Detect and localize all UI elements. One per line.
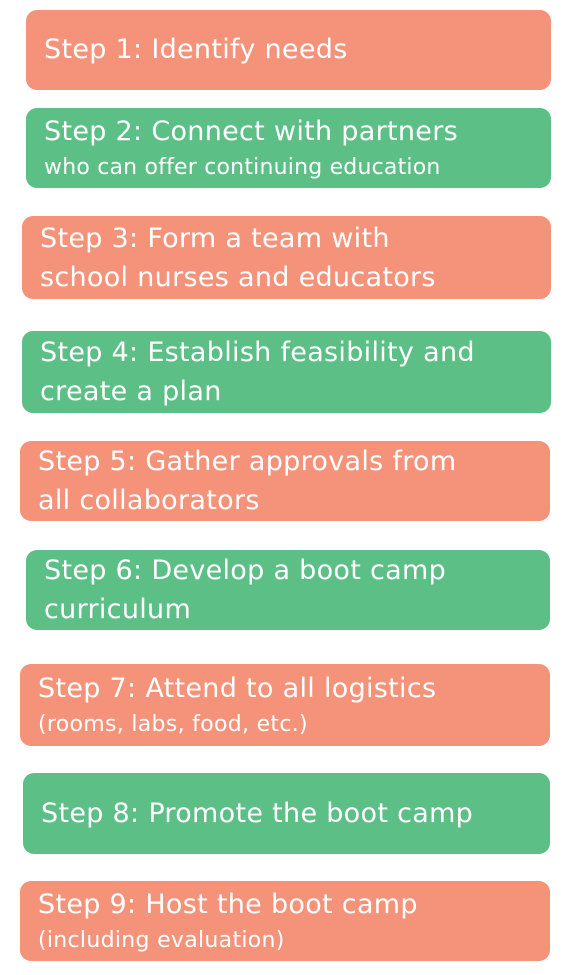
step-9-box: Step 9: Host the boot camp (including ev… xyxy=(20,881,550,961)
step-6-detail: curriculum xyxy=(44,594,192,625)
step-8-box: Step 8: Promote the boot camp xyxy=(23,773,550,854)
step-1-box: Step 1: Identify needs xyxy=(26,10,551,90)
step-3-title: Step 3: Form a team with xyxy=(40,222,390,254)
step-4-title: Step 4: Establish feasibility and xyxy=(40,337,475,368)
step-9-detail: (including evaluation) xyxy=(38,928,285,953)
step-3-detail: school nurses and educators xyxy=(40,261,436,293)
step-2-detail: who can offer continuing education xyxy=(44,155,441,180)
step-4-detail: create a plan xyxy=(40,376,222,407)
step-5-detail: all collaborators xyxy=(38,485,260,516)
step-4-box: Step 4: Establish feasibility and create… xyxy=(22,331,551,413)
step-8-title: Step 8: Promote the boot camp xyxy=(41,797,474,829)
step-5-title: Step 5: Gather approvals from xyxy=(38,446,457,477)
step-3-box: Step 3: Form a team with school nurses a… xyxy=(22,216,551,299)
step-1-title: Step 1: Identify needs xyxy=(44,34,348,65)
step-2-title: Step 2: Connect with partners xyxy=(44,116,458,147)
step-5-box: Step 5: Gather approvals from all collab… xyxy=(20,441,550,521)
step-9-title: Step 9: Host the boot camp xyxy=(38,889,418,920)
step-6-box: Step 6: Develop a boot camp curriculum xyxy=(26,550,550,630)
step-7-box: Step 7: Attend to all logistics (rooms, … xyxy=(20,664,550,746)
step-7-detail: (rooms, labs, food, etc.) xyxy=(38,712,308,737)
step-6-title: Step 6: Develop a boot camp xyxy=(44,555,447,586)
step-2-box: Step 2: Connect with partners who can of… xyxy=(26,108,551,188)
step-7-title: Step 7: Attend to all logistics xyxy=(38,673,437,704)
